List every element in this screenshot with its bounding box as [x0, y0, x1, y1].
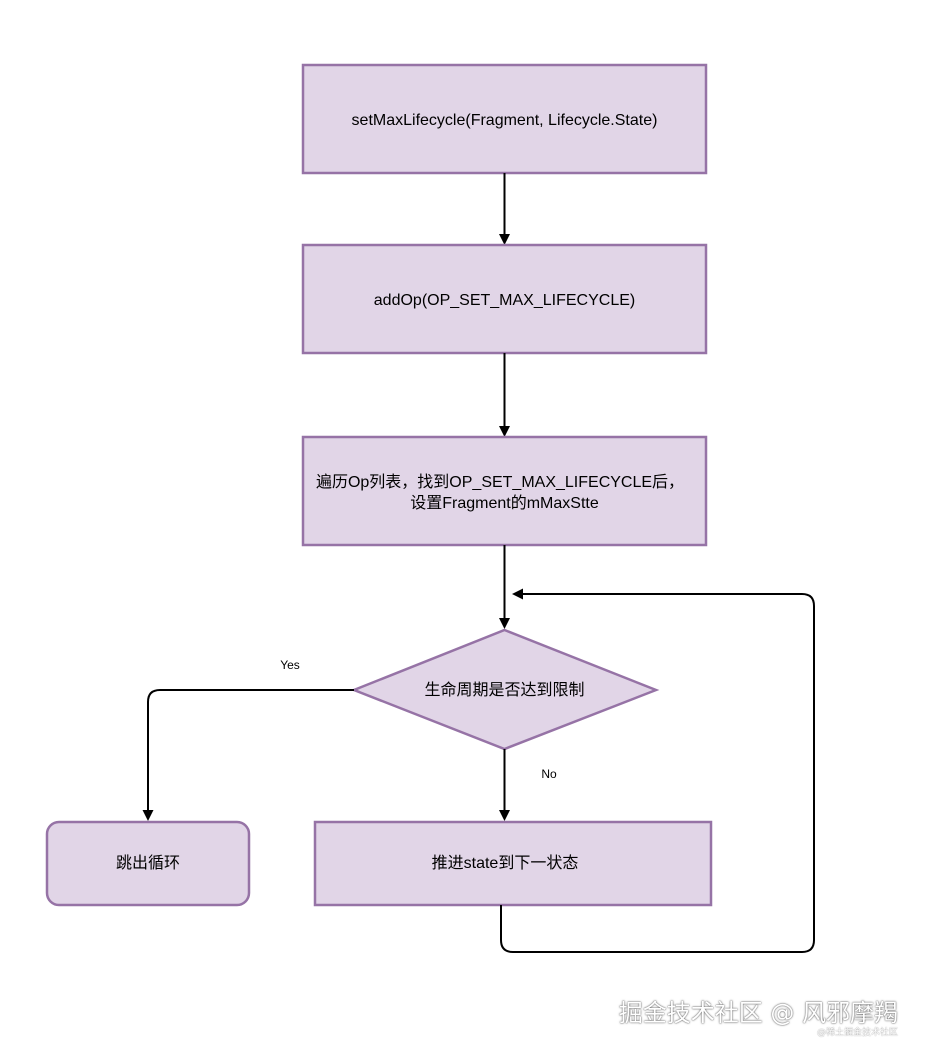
edge-set-to-addop-arrowhead	[499, 234, 510, 245]
edge-check-yes-to-break-line	[147, 689, 354, 812]
edge-check-no-to-advance-arrowhead	[499, 810, 510, 821]
edge-yes-label: Yes	[280, 658, 300, 672]
node-advance-state-box	[313, 820, 713, 907]
watermark-main-text: 掘金技术社区 @ 风邪摩羯	[618, 999, 898, 1027]
node-traverse-ops: 遍历Op列表，找到OP_SET_MAX_LIFECYCLE后， 设置Fragme…	[301, 435, 708, 547]
node-set-max-lifecycle-label: setMaxLifecycle(Fragment, Lifecycle.Stat…	[352, 112, 658, 129]
node-advance-state-label: 推进state到下一状态	[432, 854, 579, 872]
edge-addop-to-traverse-arrowhead	[499, 426, 510, 437]
edge-no-label: No	[541, 767, 557, 781]
node-traverse-ops-label-line2: 设置Fragment的mMaxStte	[410, 494, 599, 512]
edge-advance-loop-back-line	[500, 593, 815, 953]
edge-traverse-to-check	[499, 545, 510, 629]
node-lifecycle-check: 生命周期是否达到限制	[350, 628, 660, 751]
edge-check-no-to-advance: No	[499, 749, 557, 821]
watermark-sub-text: @稀土掘金技术社区	[816, 1028, 898, 1038]
node-add-op: addOp(OP_SET_MAX_LIFECYCLE)	[301, 243, 708, 355]
node-traverse-ops-box	[301, 435, 708, 547]
edge-check-yes-to-break: Yes	[142, 658, 354, 821]
edge-set-to-addop	[499, 173, 510, 245]
node-break-loop-label: 跳出循环	[116, 854, 180, 872]
node-break-loop-box	[45, 820, 251, 907]
edge-advance-loop-back	[500, 588, 815, 953]
node-add-op-label: addOp(OP_SET_MAX_LIFECYCLE)	[374, 292, 635, 309]
node-set-max-lifecycle-box	[301, 63, 708, 175]
edge-advance-loop-back-arrowhead	[512, 588, 523, 600]
node-lifecycle-check-label: 生命周期是否达到限制	[424, 681, 584, 699]
node-break-loop: 跳出循环	[45, 820, 251, 907]
edge-traverse-to-check-arrowhead	[499, 618, 510, 629]
edge-addop-to-traverse	[499, 353, 510, 437]
node-add-op-box	[301, 243, 708, 355]
watermark: 掘金技术社区 @ 风邪摩羯 @稀土掘金技术社区	[619, 998, 898, 1038]
node-set-max-lifecycle: setMaxLifecycle(Fragment, Lifecycle.Stat…	[301, 63, 708, 175]
node-traverse-ops-label-line1: 遍历Op列表，找到OP_SET_MAX_LIFECYCLE后，	[316, 473, 684, 491]
node-advance-state: 推进state到下一状态	[313, 820, 713, 907]
edge-check-yes-to-break-arrowhead	[142, 810, 154, 821]
